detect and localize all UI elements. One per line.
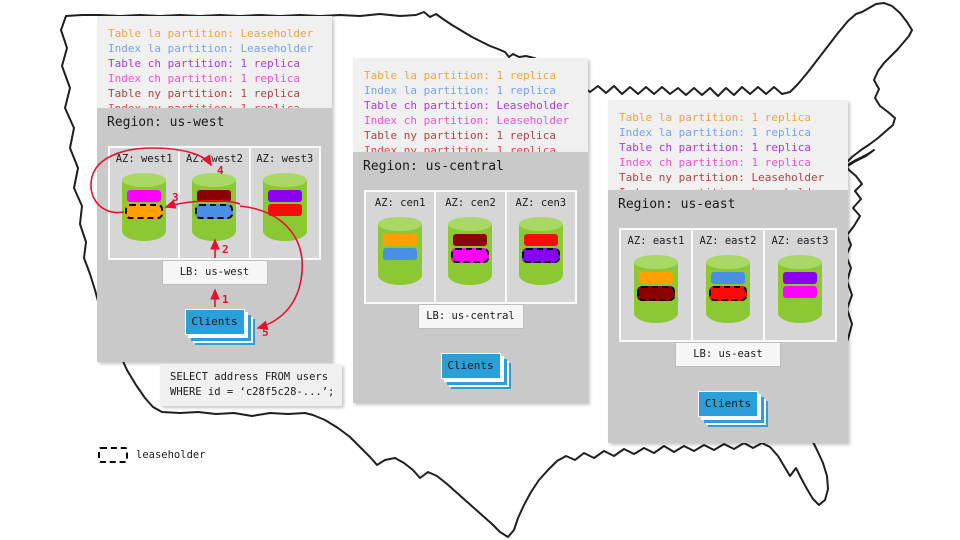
partition-bar [195,204,234,219]
load-balancer-us-west: LB: us-west [161,260,268,285]
region-us-central: Region: us-central AZ: cen1 AZ: cen2 [353,152,588,403]
us-west-partition-legend: Table la partition: Leaseholder Index la… [97,16,332,115]
load-balancer-us-east: LB: us-east [675,342,781,367]
az-east1: AZ: east1 [621,230,691,340]
az-group-us-east: AZ: east1 AZ: east2 AZ: [619,228,837,342]
us-east-partition-legend: Table la partition: 1 replica Index la p… [608,100,848,199]
db-node-cylinder [262,173,307,243]
clients-us-central: Clients [440,353,501,379]
az-east2: AZ: east2 [693,230,763,340]
legend-line: Table ny partition: Leaseholder [619,171,825,184]
az-group-us-west: AZ: west1 AZ: west2 AZ: [108,146,321,260]
cylinder-top [262,173,307,187]
sql-line2: WHERE id = ‘c28f5c28-...’; [170,386,335,398]
db-node-cylinder [706,255,750,325]
region-title: Region: us-central [363,159,504,174]
cylinder-top [448,217,493,231]
region-us-west: Region: us-west AZ: west1 AZ: west2 [97,108,332,362]
legend-line: Table ny partition: 1 replica [108,87,301,100]
clients-us-east: Clients [698,391,758,417]
cylinder-top [778,255,822,269]
leaseholder-label: leaseholder [136,449,206,461]
az-label: AZ: cen1 [374,197,426,209]
az-west3: AZ: west3 [250,148,319,258]
region-us-east: Region: us-east AZ: east1 AZ: east2 [608,190,848,443]
az-label: AZ: east1 [627,235,685,247]
partition-bar [783,272,817,284]
az-group-us-central: AZ: cen1 AZ: cen2 AZ: ce [364,190,577,304]
db-node-cylinder [378,217,423,287]
cylinder-top [378,217,423,231]
az-label: AZ: west2 [186,153,243,165]
db-node-cylinder [518,217,563,287]
leaseholder-key: leaseholder [98,447,206,463]
az-label: AZ: cen3 [515,197,567,209]
db-node-cylinder [448,217,493,287]
partition-bar [383,248,418,260]
partition-bar [637,286,675,301]
legend-line: Index ch partition: 1 replica [108,72,301,85]
partition-bar [267,204,302,216]
legend-line: Index la partition: 1 replica [364,84,557,97]
partition-bar [127,190,162,202]
leaseholder-swatch [98,447,128,463]
legend-line: Table ny partition: 1 replica [364,129,557,142]
legend-line: Table la partition: 1 replica [619,111,812,124]
legend-line: Table la partition: Leaseholder [108,27,314,40]
partition-bar [639,272,673,284]
db-node-cylinder [192,173,237,243]
az-west1: AZ: west1 [110,148,179,258]
region-title: Region: us-east [618,197,736,212]
db-node-cylinder [122,173,167,243]
az-cen2: AZ: cen2 [436,192,505,302]
legend-line: Table ch partition: 1 replica [108,57,301,70]
legend-line: Index ch partition: 1 replica [619,156,812,169]
az-cen3: AZ: cen3 [506,192,575,302]
partition-bar [783,286,817,298]
legend-line: Index la partition: 1 replica [619,126,812,139]
legend-line: Index la partition: Leaseholder [108,42,314,55]
cylinder-top [634,255,678,269]
az-east3: AZ: east3 [765,230,835,340]
cylinder-top [706,255,750,269]
region-title: Region: us-west [107,115,225,130]
cylinder-top [122,173,167,187]
partition-bar [521,248,560,263]
us-central-partition-legend: Table la partition: 1 replica Index la p… [353,58,588,157]
partition-bar [523,234,558,246]
partition-bar [125,204,164,219]
db-node-cylinder [634,255,678,325]
db-node-cylinder [778,255,822,325]
partition-bar [451,248,490,263]
az-label: AZ: cen2 [445,197,496,209]
partition-bar [711,272,745,284]
legend-line: Table ch partition: Leaseholder [364,99,570,112]
partition-bar [383,234,418,246]
partition-bar [453,234,488,246]
legend-line: Index ch partition: Leaseholder [364,114,570,127]
partition-bar [197,190,232,202]
az-label: AZ: west3 [256,153,314,165]
az-west2: AZ: west2 [180,148,249,258]
az-label: AZ: east3 [771,235,829,247]
sql-query-note: SELECT address FROM users WHERE id = ‘c2… [160,364,342,406]
load-balancer-us-central: LB: us-central [417,304,524,329]
legend-line: Table ch partition: 1 replica [619,141,812,154]
partition-bar [709,286,747,301]
legend-line: Table la partition: 1 replica [364,69,557,82]
partition-bar [267,190,302,202]
cylinder-top [518,217,563,231]
sql-line1: SELECT address FROM users [170,371,329,383]
clients-us-west: Clients [184,309,245,335]
az-cen1: AZ: cen1 [366,192,435,302]
az-label: AZ: east2 [699,235,757,247]
az-label: AZ: west1 [115,153,173,165]
